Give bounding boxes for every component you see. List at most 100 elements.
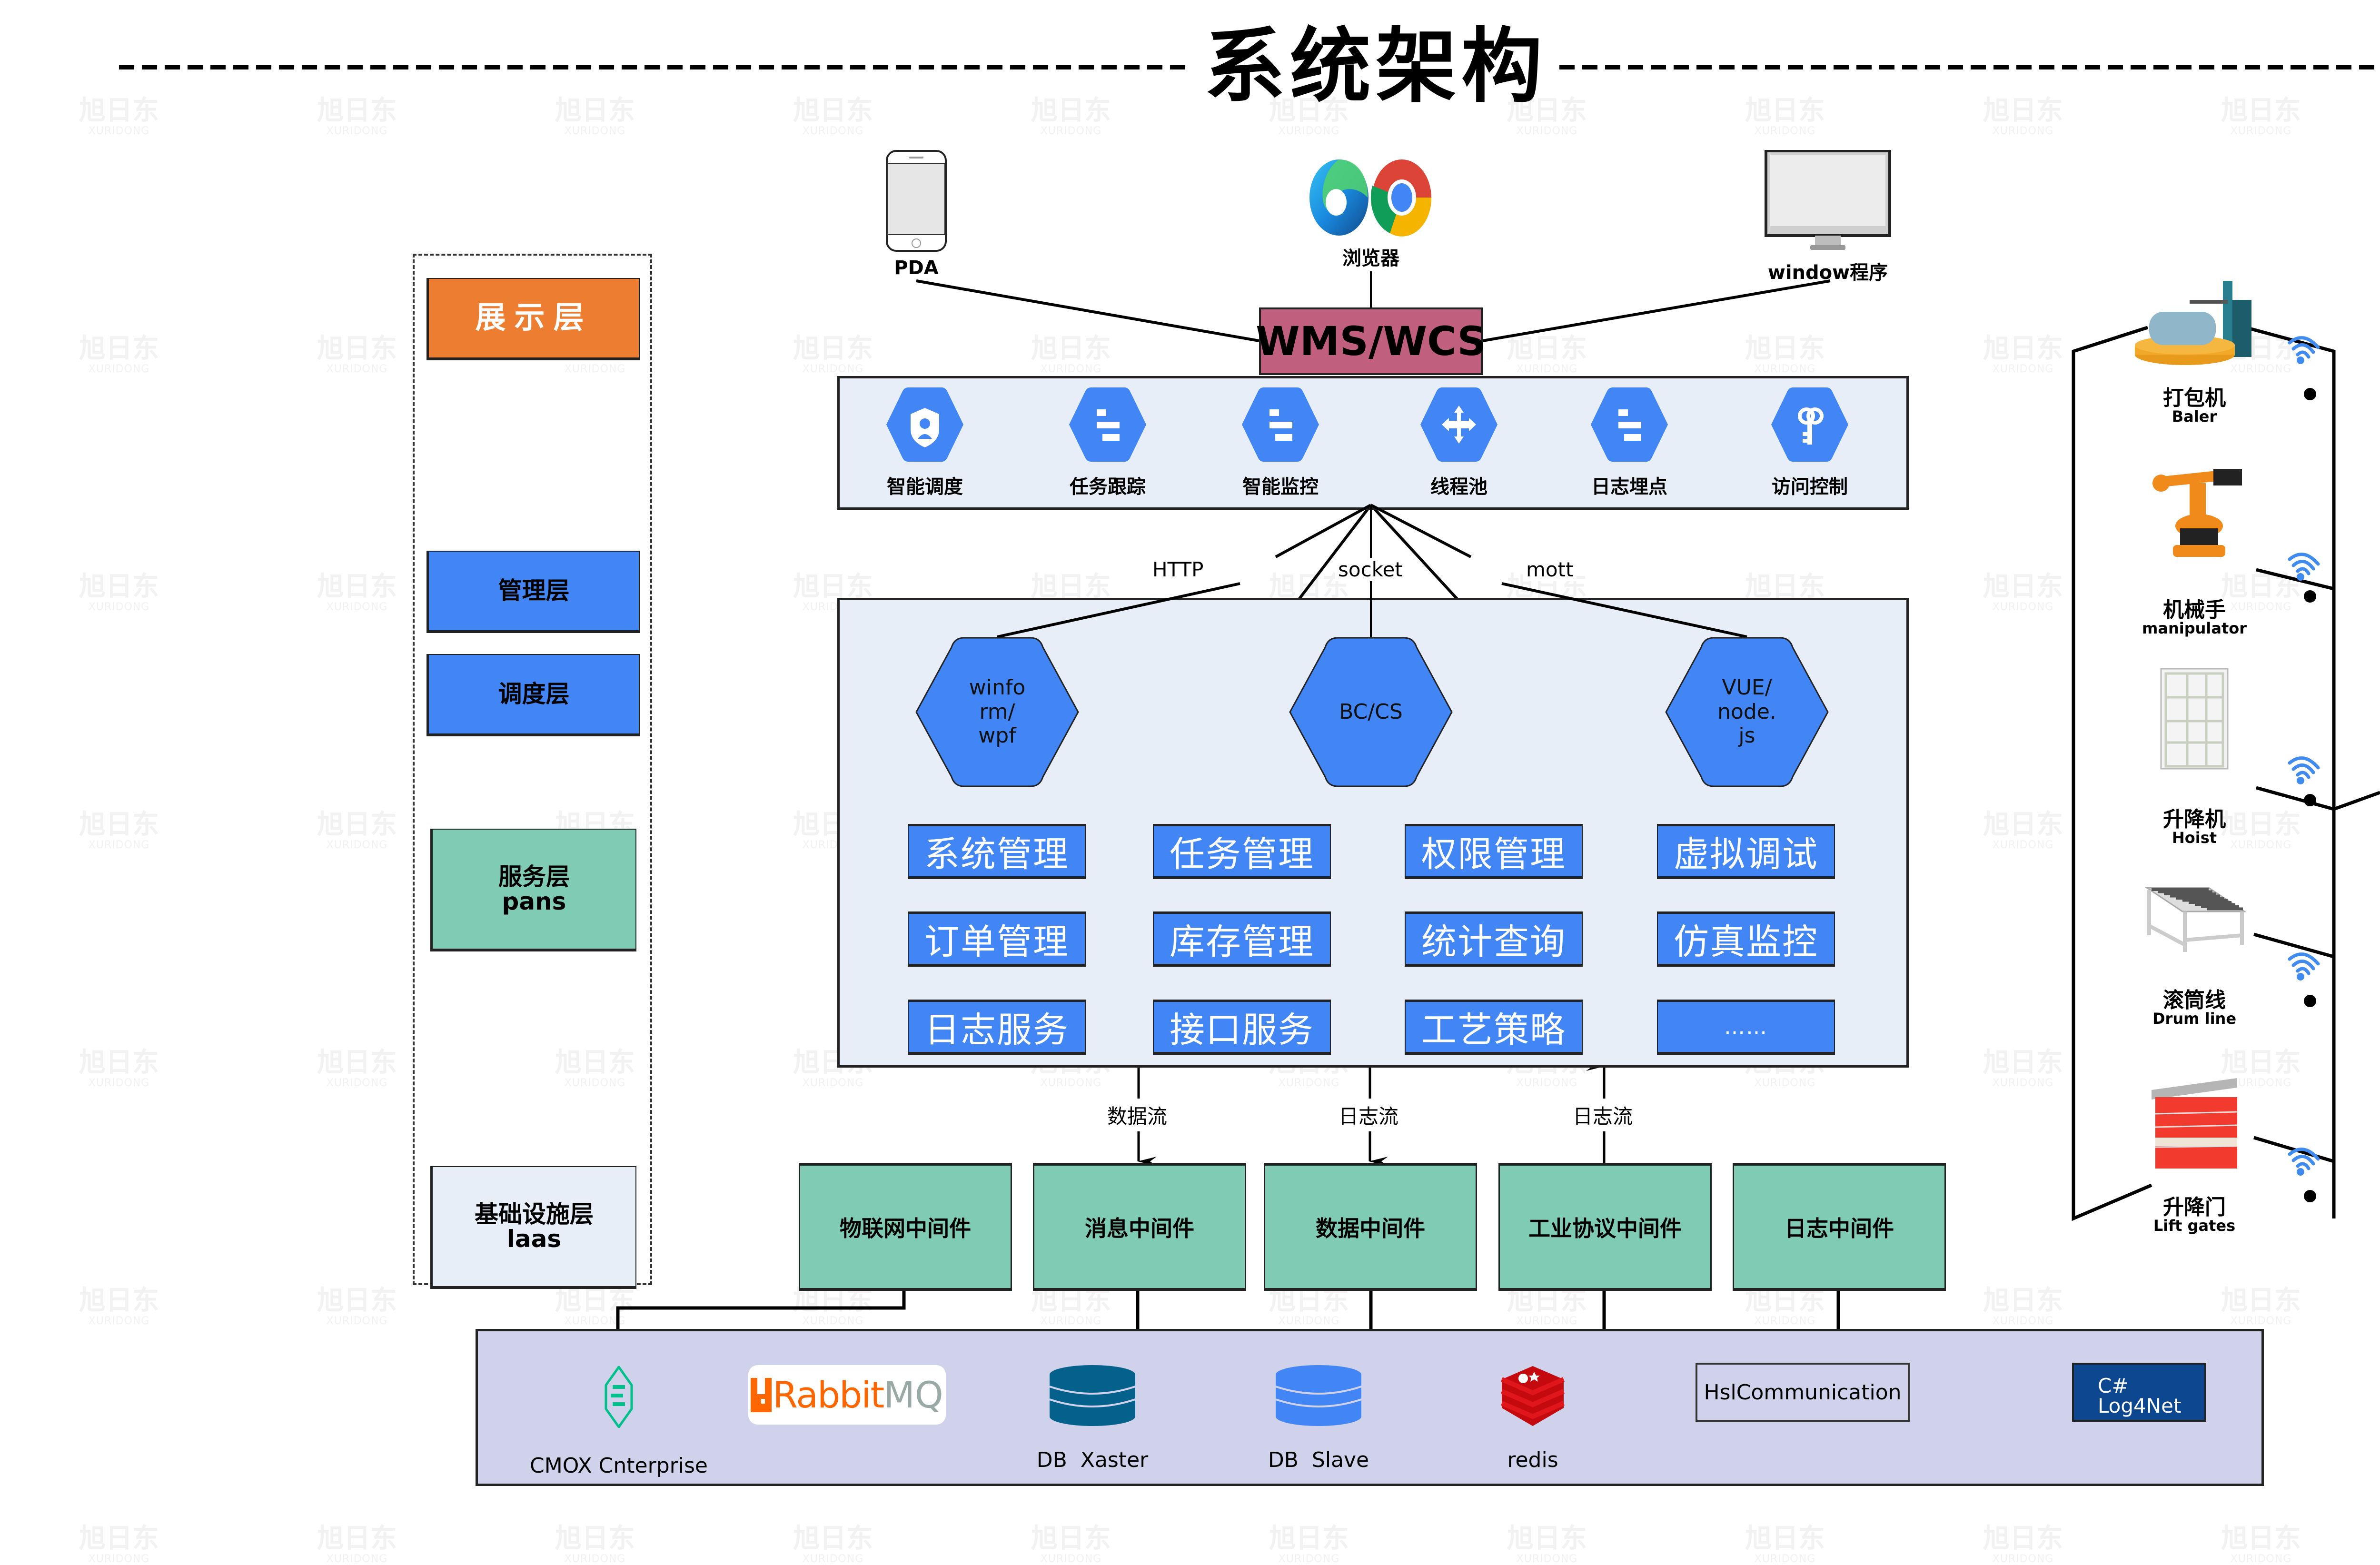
watermark-cn: 旭日东	[2221, 1285, 2301, 1316]
layer-service: 服务层 pans	[430, 829, 636, 951]
device-name-en: Lift gates	[2153, 1217, 2236, 1235]
log4net-line: Log4Net	[2098, 1394, 2182, 1417]
layer-management: 管理层	[426, 551, 640, 633]
watermark-cn: 旭日东	[1983, 95, 2063, 126]
watermark-cn: 旭日东	[317, 1285, 397, 1316]
device-name-cn: 滚筒线	[2163, 988, 2226, 1012]
watermark-en: XURIDONG	[1278, 1315, 1340, 1327]
middleware-box: 数据中间件	[1264, 1163, 1477, 1291]
watermark-en: XURIDONG	[326, 363, 388, 375]
infra-redis: redis	[1471, 1365, 1595, 1472]
baler-machine-icon	[2123, 271, 2266, 368]
watermark-en: XURIDONG	[2230, 839, 2292, 851]
watermark-cn: 旭日东	[79, 95, 159, 126]
watermark-cn: 旭日东	[317, 95, 397, 126]
watermark-cn: 旭日东	[317, 571, 397, 602]
network-node	[2304, 995, 2316, 1007]
watermark-en: XURIDONG	[802, 1077, 864, 1089]
device-drum-line	[2123, 883, 2266, 956]
watermark-cn: 旭日东	[793, 333, 873, 364]
device-name-cn: 打包机	[2163, 386, 2226, 410]
watermark-cn: 旭日东	[1031, 333, 1111, 364]
client-window: window程序	[1761, 149, 1894, 285]
platform-service-label: 智能监控	[1242, 476, 1319, 498]
watermark-cn: 旭日东	[793, 571, 873, 602]
watermark-en: XURIDONG	[1040, 363, 1102, 375]
layer-scheduling: 调度层	[426, 654, 640, 736]
infra-hslcommunication: HslCommunication	[1696, 1363, 1910, 1422]
layer-label: 管理层	[498, 577, 570, 605]
watermark-en: XURIDONG	[88, 1315, 150, 1327]
layer-presentation: 展示层	[426, 278, 640, 360]
list-bars-icon	[1242, 387, 1319, 462]
watermark-cn: 旭日东	[1983, 1047, 2063, 1078]
hexagon-shape	[915, 637, 1079, 787]
watermark-en: XURIDONG	[2230, 1553, 2292, 1565]
watermark-en: XURIDONG	[326, 601, 388, 613]
window-link	[1482, 279, 1831, 342]
platform-service-label: 任务跟踪	[1070, 476, 1146, 498]
infra-db-master: DB Xaster	[1014, 1365, 1171, 1472]
protocol-http: HTTP	[1150, 558, 1207, 581]
watermark-en: XURIDONG	[564, 363, 626, 375]
middleware-box: 消息中间件	[1033, 1163, 1246, 1291]
platform-service-item: 智能调度	[877, 386, 972, 499]
middleware-box: 工业协议中间件	[1498, 1163, 1712, 1291]
layer-legend	[413, 254, 652, 1285]
arrows-cross-icon	[1420, 387, 1497, 462]
watermark-cn: 旭日东	[1031, 95, 1111, 126]
middleware-box: 物联网中间件	[799, 1163, 1012, 1291]
client-label: PDA	[894, 257, 939, 279]
watermark-en: XURIDONG	[2230, 601, 2292, 613]
watermark-cn: 旭日东	[317, 1047, 397, 1078]
watermark-en: XURIDONG	[1992, 839, 2054, 851]
tech-stack-line: winfo	[969, 675, 1026, 700]
watermark-en: XURIDONG	[1040, 1553, 1102, 1565]
layer-label: 调度层	[498, 680, 570, 708]
platform-service-label: 智能调度	[887, 476, 963, 498]
desktop-monitor-icon	[1765, 149, 1891, 250]
network-node	[2304, 794, 2316, 806]
wifi-icon	[2288, 1148, 2320, 1176]
list-bars-icon	[1591, 387, 1668, 462]
function-module: 接口服务	[1153, 1000, 1331, 1055]
watermark-en: XURIDONG	[564, 1077, 626, 1089]
watermark-en: XURIDONG	[2230, 1315, 2292, 1327]
watermark-cn: 旭日东	[79, 1047, 159, 1078]
device-lift-gates	[2123, 1076, 2266, 1173]
function-module: 统计查询	[1405, 911, 1583, 967]
network-node	[2304, 590, 2316, 603]
tech-stack-line: VUE/	[1722, 675, 1772, 700]
watermark-en: XURIDONG	[1992, 1315, 2054, 1327]
wifi-icon	[2288, 336, 2320, 364]
function-module: 工艺策略	[1405, 1000, 1583, 1055]
shield-user-icon	[886, 387, 963, 462]
platform-service-item: 线程池	[1411, 386, 1507, 499]
function-module: 日志服务	[908, 1000, 1086, 1055]
function-module: 库存管理	[1153, 911, 1331, 967]
roll-up-door-icon	[2123, 1076, 2266, 1173]
wifi-signal	[2285, 947, 2323, 987]
watermark-en: XURIDONG	[88, 1553, 150, 1565]
platform-service-label: 访问控制	[1772, 476, 1848, 498]
watermark-en: XURIDONG	[1992, 125, 2054, 137]
